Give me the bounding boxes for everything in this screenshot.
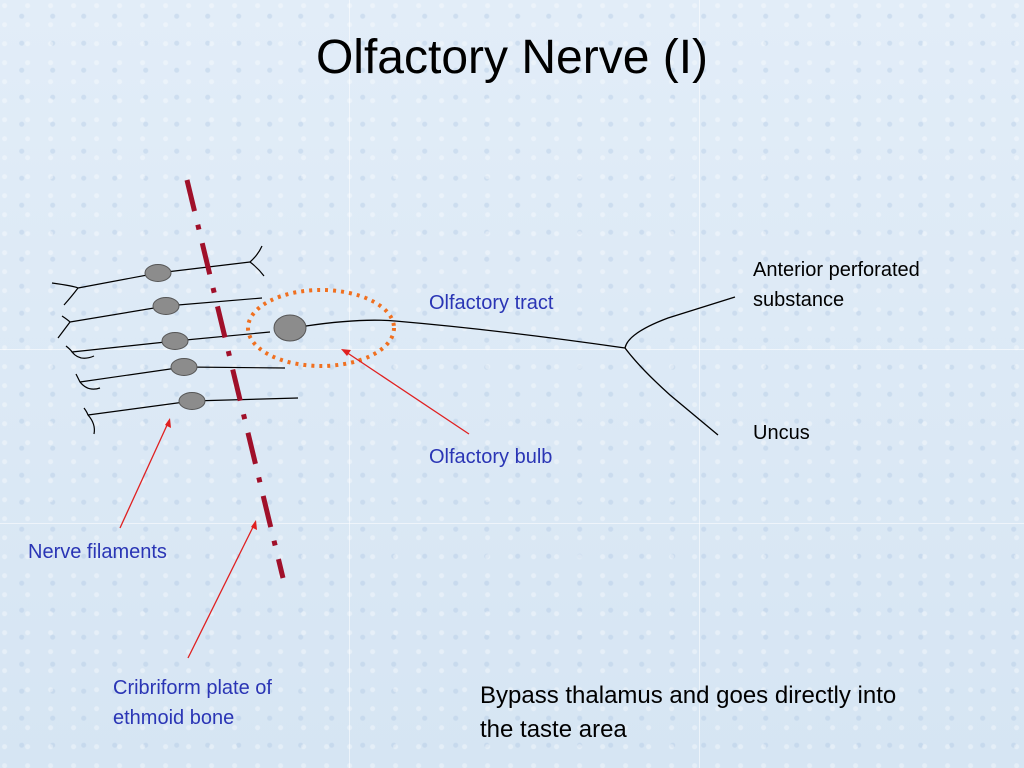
label-olfactory-bulb: Olfactory bulb (429, 446, 553, 468)
cribriform-plate-line (184, 179, 286, 579)
label-cribriform-line1: Cribriform plate of (113, 677, 272, 699)
fork-1 (51, 282, 79, 306)
label-anterior-perforated-line2: substance (753, 289, 845, 311)
nerve-cells (144, 264, 206, 410)
label-nerve-filaments: Nerve filaments (28, 541, 167, 563)
slide-title: Olfactory Nerve (I) (315, 31, 709, 84)
label-uncus: Uncus (753, 422, 810, 444)
olfactory-bulb-cell (273, 314, 307, 342)
nerve-cell (161, 332, 189, 350)
nerve-cell (144, 264, 172, 282)
note-line2: the taste area (480, 716, 627, 743)
nerve-cell (178, 392, 206, 410)
nerve-cell (152, 297, 180, 315)
fork-5 (83, 407, 95, 435)
arrowhead-olfactory-bulb (341, 349, 351, 356)
arrow-nerve-filaments (119, 422, 169, 529)
note-line1: Bypass thalamus and goes directly into (480, 682, 897, 709)
label-anterior-perforated-line1: Anterior perforated (753, 259, 920, 281)
arrowhead-cribriform-plate (251, 520, 257, 530)
tract-branch-anterior (624, 296, 736, 349)
pointer-arrows (119, 349, 470, 659)
fork-3 (65, 345, 95, 359)
arrow-cribriform-plate (187, 524, 255, 659)
nerve-cell (170, 358, 198, 376)
olfactory-bulb-outline (246, 288, 396, 368)
fork-2 (57, 315, 71, 339)
label-cribriform-line2: ethmoid bone (113, 707, 235, 729)
arrow-olfactory-bulb (345, 351, 470, 435)
grid-line-h2 (0, 523, 1024, 524)
hook-1 (249, 245, 265, 277)
tract-branch-uncus (624, 347, 719, 436)
fork-4 (75, 373, 101, 390)
arrowhead-nerve-filaments (165, 418, 171, 428)
label-olfactory-tract: Olfactory tract (429, 292, 554, 314)
grid-line-h1 (0, 349, 1024, 350)
olfactory-tract-line (305, 319, 626, 349)
grid-line-v1 (349, 0, 350, 768)
grid-line-v2 (699, 0, 700, 768)
